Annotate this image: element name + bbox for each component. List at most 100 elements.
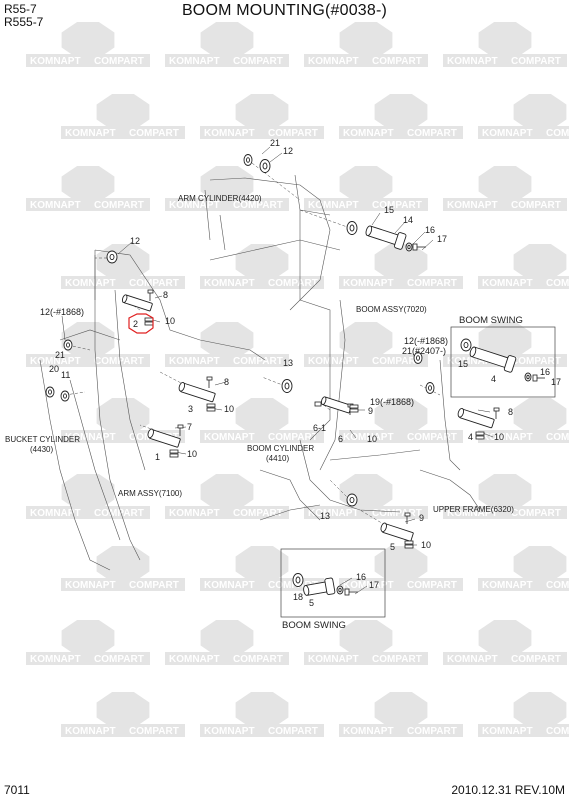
watermark-text: KOMNAPT (308, 508, 359, 519)
watermark-band (443, 54, 567, 67)
watermark-text: COMPART (268, 128, 318, 139)
watermark-band (478, 276, 569, 289)
watermark-text: KOMNAPT (447, 56, 498, 67)
watermark-text: COMPART (372, 508, 422, 519)
washer-part-15-top (346, 221, 358, 235)
watermark-band (443, 198, 567, 211)
part-num: 16 (540, 367, 550, 377)
nuts (144, 317, 485, 549)
nut-part-10-e (169, 449, 179, 458)
watermark-text: COMPART (129, 128, 179, 139)
watermark-band (478, 430, 569, 443)
watermark-band (339, 724, 463, 737)
watermark-logo (339, 322, 393, 358)
washer-part-18 (292, 573, 304, 587)
pin-part-14 (365, 225, 407, 250)
callout-bucket-cylinder: BUCKET CYLINDER (5, 435, 80, 444)
watermark-logo (61, 22, 115, 58)
pin-part-4-lower (457, 407, 495, 429)
watermark-band (304, 354, 428, 367)
watermark-text: KOMNAPT (65, 726, 116, 737)
selected-part-highlight[interactable] (128, 313, 154, 334)
part-num: 2 (133, 319, 138, 329)
watermark-logo (513, 244, 567, 280)
watermark-text: KOMNAPT (482, 432, 533, 443)
nut-part-10-f (404, 540, 414, 549)
watermark-text: KOMNAPT (30, 508, 81, 519)
watermark-text: COMPART (268, 726, 318, 737)
watermark-text: KOMNAPT (204, 580, 255, 591)
part-num: 12(-#1868) (40, 307, 84, 317)
washer-part-13-low (346, 493, 358, 507)
bolts (147, 243, 545, 596)
watermark-logo (513, 398, 567, 434)
watermark-band (339, 430, 463, 443)
part-num: 21(#2407-) (402, 346, 446, 356)
watermark-text: KOMNAPT (343, 726, 394, 737)
watermark-text: KOMNAPT (169, 200, 220, 211)
watermark-band (165, 54, 289, 67)
callout-boom-cylinder: BOOM CYLINDER (247, 444, 314, 453)
watermark-text: KOMNAPT (30, 654, 81, 665)
watermark-logo (96, 692, 150, 728)
watermark-text: COMPART (546, 128, 569, 139)
nut-part-10-c (349, 404, 359, 413)
watermark-logo (200, 322, 254, 358)
watermark-text: KOMNAPT (447, 508, 498, 519)
pins (121, 225, 517, 596)
watermark-text: COMPART (129, 278, 179, 289)
watermark-logo (96, 94, 150, 130)
watermark-logo (235, 94, 289, 130)
watermark-logo (61, 322, 115, 358)
revision-info: 2010.12.31 REV.10M (451, 783, 565, 797)
washer-part-20 (45, 386, 55, 398)
nut-part-10-a (144, 317, 154, 326)
watermark-band (478, 578, 569, 591)
washers (45, 154, 532, 595)
watermark-band (443, 652, 567, 665)
watermark-text: COMPART (372, 56, 422, 67)
watermark-logo (513, 94, 567, 130)
watermark-logo (200, 620, 254, 656)
watermark-band (61, 724, 185, 737)
watermark-text: KOMNAPT (30, 200, 81, 211)
watermark-logo (478, 22, 532, 58)
callout-arm-cylinder: ARM CYLINDER(4420) (178, 194, 262, 203)
watermark-text: KOMNAPT (65, 278, 116, 289)
boom-swing-top-box (450, 326, 556, 398)
watermark-band (478, 126, 569, 139)
watermark-text: COMPART (546, 726, 569, 737)
watermark-logo (235, 546, 289, 582)
washer-part-13-mid (281, 379, 293, 393)
washer-part-12-top (259, 159, 271, 173)
watermark-logo (96, 546, 150, 582)
watermark-text: COMPART (233, 508, 283, 519)
watermark-logo (513, 546, 567, 582)
callout-boom-swing-bottom: BOOM SWING (282, 620, 346, 631)
watermark-text: KOMNAPT (308, 200, 359, 211)
watermark-band (339, 276, 463, 289)
watermark-logo (478, 620, 532, 656)
watermark-text: KOMNAPT (169, 356, 220, 367)
watermark-text: KOMNAPT (65, 128, 116, 139)
watermark-text: KOMNAPT (169, 56, 220, 67)
bolt-part-17-swing (532, 374, 545, 382)
part-num: 7 (187, 422, 192, 432)
washer-part-21-right (425, 382, 435, 394)
watermark-band (443, 506, 567, 519)
part-num: 12(-#1868) (404, 336, 448, 346)
watermark-text: KOMNAPT (482, 580, 533, 591)
watermark-text: KOMNAPT (482, 726, 533, 737)
watermark-logo (374, 244, 428, 280)
watermark-text: COMPART (407, 278, 457, 289)
watermark-logo (374, 94, 428, 130)
watermark-text: KOMNAPT (30, 356, 81, 367)
watermark-text: COMPART (94, 654, 144, 665)
watermark-text: KOMNAPT (65, 432, 116, 443)
watermark-text: KOMNAPT (447, 654, 498, 665)
watermark-text: COMPART (94, 356, 144, 367)
watermark-logo (339, 474, 393, 510)
washer-part-16-bottom (336, 585, 344, 595)
watermark-text: COMPART (268, 580, 318, 591)
watermark-logo (374, 692, 428, 728)
